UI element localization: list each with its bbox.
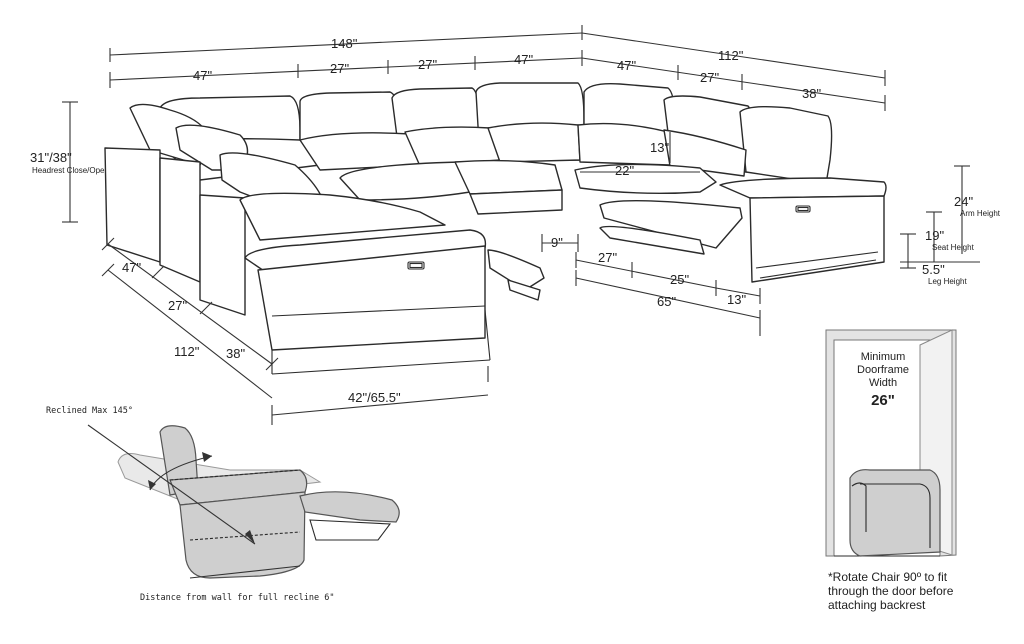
dim-arm-height-note: Arm Height xyxy=(960,209,1001,218)
door-title-line1: Minimum Doorframe xyxy=(857,351,909,376)
power-button-icon-left xyxy=(409,262,423,269)
dim-total-width: 148" xyxy=(331,36,358,51)
dim-footrest-25: 25" xyxy=(670,272,689,287)
dim-right-seg-2: 27" xyxy=(700,70,719,85)
sectional-sofa xyxy=(104,82,887,375)
recline-wall-note: Distance from wall for full recline 6" xyxy=(140,593,334,603)
door-title-line2: Width xyxy=(868,377,898,389)
dim-top-seg-4: 47" xyxy=(514,52,533,67)
left-dimensions: 47" 27" 38" 112" 42"/65.5" xyxy=(101,237,489,425)
dim-seat-height-note: Seat Height xyxy=(932,243,975,252)
door-title: Minimum Doorframe Width 26" xyxy=(838,351,928,409)
dim-arm-height: 24" xyxy=(954,194,973,209)
door-note: *Rotate Chair 90º to fit through the doo… xyxy=(828,570,954,612)
top-dimensions: 148" 112" 47" 27" 27" 47" 47" 27" 38" xyxy=(109,25,886,111)
dim-top-seg-2: 27" xyxy=(330,61,349,76)
footrest-dimensions: 9" 27" 25" 13" 65" xyxy=(541,234,761,336)
dim-headrest-note: Headrest Close/Open xyxy=(32,166,109,175)
dim-top-seg-3: 27" xyxy=(418,57,437,72)
dim-footrest-gap: 9" xyxy=(551,235,563,250)
seat-depth-dimensions: 13" 22" xyxy=(580,132,700,178)
dim-total-depth: 112" xyxy=(718,48,744,63)
dim-leg-height: 5.5" xyxy=(922,262,945,277)
dim-left-seg-3: 38" xyxy=(226,346,245,361)
dim-leg-height-note: Leg Height xyxy=(928,277,967,286)
dim-right-seg-1: 47" xyxy=(617,58,636,73)
recliner-illustration: Reclined Max 145° Distance from wall for… xyxy=(46,406,400,603)
dim-headrest: 31"/38" xyxy=(30,150,72,165)
dim-top-seg-1: 47" xyxy=(193,68,212,83)
door-illustration xyxy=(825,329,957,557)
dim-left-seg-1: 47" xyxy=(122,260,141,275)
headrest-dimension: 31"/38" Headrest Close/Open xyxy=(30,101,109,223)
dim-footrest-27: 27" xyxy=(598,250,617,265)
door-width-value: 26" xyxy=(871,392,895,409)
dim-chaise-65: 65" xyxy=(657,294,676,309)
dim-chaise-width: 42"/65.5" xyxy=(348,390,401,405)
height-dimensions: 24" Arm Height 19" Seat Height 5.5" Leg … xyxy=(900,165,1001,286)
power-button-icon xyxy=(797,206,809,212)
dim-seat-height: 19" xyxy=(925,228,944,243)
dim-footrest-13: 13" xyxy=(727,292,746,307)
dim-left-total: 112" xyxy=(174,344,200,359)
dim-left-seg-2: 27" xyxy=(168,298,187,313)
dim-seat-depth-front: 22" xyxy=(615,163,634,178)
recline-max-label: Reclined Max 145° xyxy=(46,406,133,416)
dim-right-seg-3: 38" xyxy=(802,86,821,101)
dim-seat-depth-corner: 13" xyxy=(650,140,669,155)
